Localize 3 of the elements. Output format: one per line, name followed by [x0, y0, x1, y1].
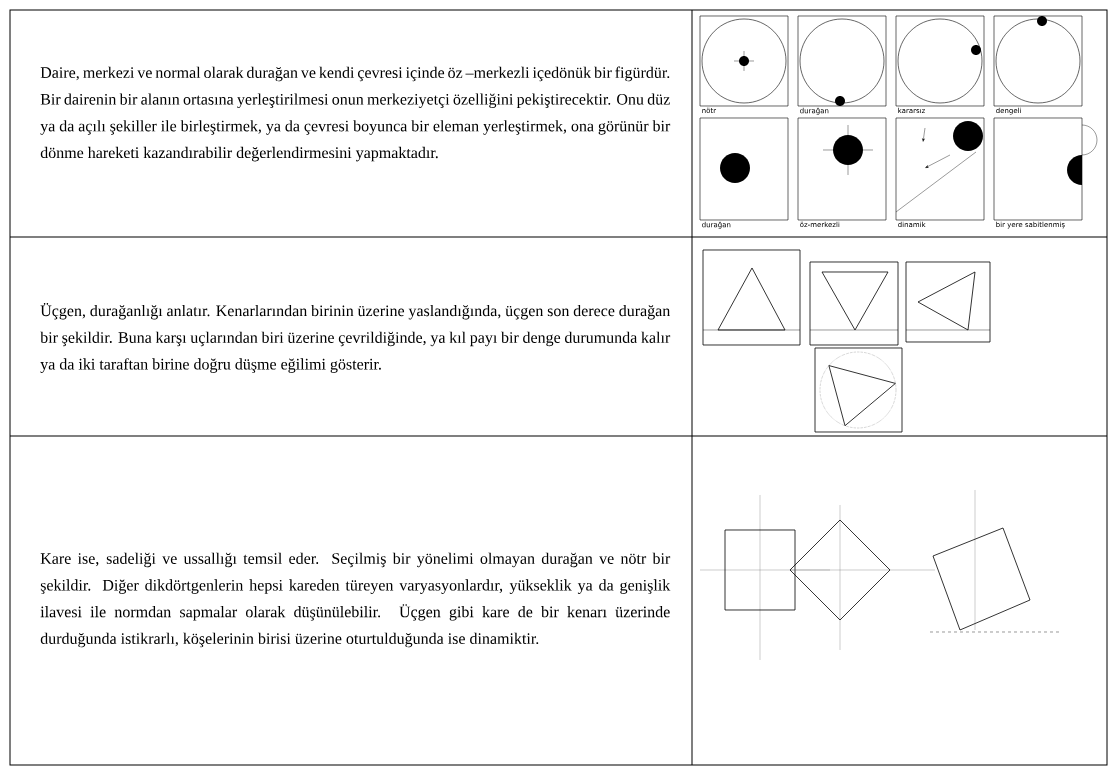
paragraph: Kare ise, sadeliği ve ussallığı temsil eder. Seçilmiş bir yönelimi olmayan durağan ve nötr bir şekildir. Diğer dikdörtgenlerin hepsi kareden türeyen varyasyonlardır, yükseklik ya da genişlik ilavesi ile normdan sapmalar olarak düşünülebilir. Üçgen gibi kare de bir kenarı üzerinde durduğunda istikrarlı, köşelerinin birisi üzerine oturtulduğunda ise dinamiktir. [40, 552, 671, 648]
paragraph: Daire, merkezi ve normal olarak durağan ve kendi çevresi içinde öz –merkezli içedönük bir figürdür. Bir dairenin bir alanın ortasına yerleştirilmesi onun merkeziyetçi özelliğini pekiştirecektir. Onu düz ya da açılı şekiller ile birleştirmek, ya da çevresi boyunca bir eleman yerleştirmek, ona görünür bir dönme hareketi kazandırabilir değerlendirmesini yapmaktadır. [40, 66, 671, 162]
paragraph: Üçgen, durağanlığı anlatır. Kenarlarından birinin üzerine yaslandığında, üçgen son derece durağan bir şekildir. Buna karşı uçlarından biri üzerine çevrildiğinde, ya kıl payı bir denge durumunda kalır ya da iki taraftan birine doğru düşme eğilimi gösterir. [40, 303, 671, 373]
